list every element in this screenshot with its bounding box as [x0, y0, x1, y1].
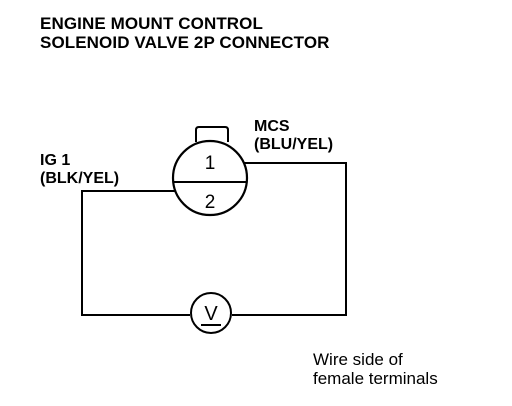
connector-body — [171, 139, 249, 217]
terminal-view-note: Wire side of female terminals — [313, 350, 438, 388]
title-line-1: ENGINE MOUNT CONTROL — [40, 14, 263, 33]
wire-right — [232, 162, 347, 316]
ig1-wire-label: IG 1 (BLK/YEL) — [40, 152, 119, 188]
note-line-1: Wire side of — [313, 350, 403, 369]
terminal-2-label: 2 — [205, 192, 216, 213]
connector-latch — [195, 126, 229, 142]
title-line-2: SOLENOID VALVE 2P CONNECTOR — [40, 33, 330, 52]
mcs-wire-label: MCS (BLU/YEL) — [254, 118, 333, 154]
ig1-color: (BLK/YEL) — [40, 170, 120, 187]
note-line-2: female terminals — [313, 369, 438, 388]
diagram-title: ENGINE MOUNT CONTROL SOLENOID VALVE 2P C… — [40, 14, 330, 52]
mcs-name: MCS — [254, 118, 290, 135]
wire-left — [81, 190, 190, 316]
mcs-color: (BLU/YEL) — [254, 136, 334, 153]
voltmeter-symbol: V — [204, 303, 218, 325]
terminal-1-label: 1 — [205, 153, 216, 174]
ig1-name: IG 1 — [40, 152, 71, 169]
voltmeter-icon: V — [190, 292, 232, 334]
